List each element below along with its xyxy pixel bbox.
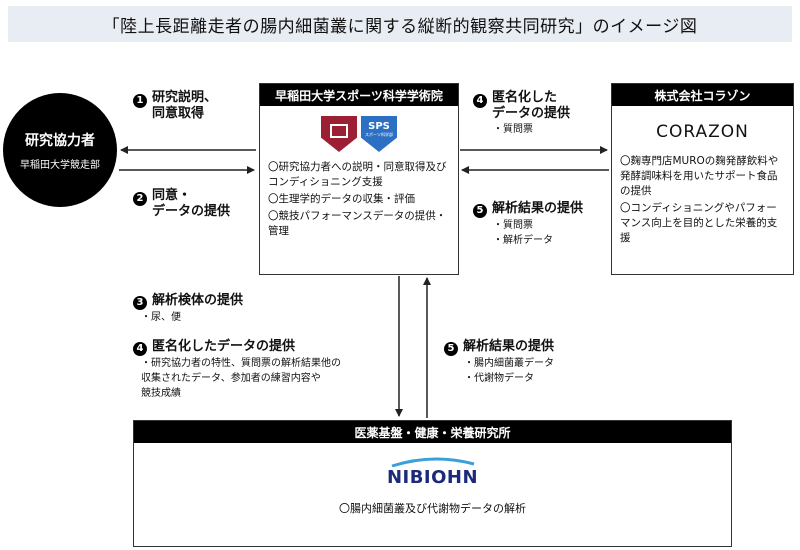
flow-5-top-detail: ・質問票 ・解析データ <box>493 220 553 246</box>
nibiohn-arc-icon <box>391 457 474 467</box>
flow-3-detail: ・尿、便 <box>141 312 181 323</box>
nibiohn-role: 〇腸内細菌叢及び代謝物データの解析 <box>339 502 526 515</box>
flow-2-text: 同意・ データの提供 <box>152 188 231 219</box>
corazon-role-item: 〇麹専門店MUROの麹発酵飲料や発酵調味料を用いたサポート食品の提供 <box>620 155 779 197</box>
flow-label-4-top: 4 匿名化した データの提供 ・質問票 <box>473 90 570 137</box>
corazon-box: 株式会社コラゾン CORAZON 〇麹専門店MUROの麹発酵飲料や発酵調味料を用… <box>611 83 794 275</box>
waseda-box: 早稲田大学スポーツ科学学術院 SPS スポーツ科学部 〇研究協力者への説明・同意… <box>259 83 459 275</box>
corazon-logo: CORAZON <box>656 122 749 142</box>
step-number-badge: 2 <box>133 192 147 206</box>
sps-logo-icon: SPS スポーツ科学部 <box>361 116 397 152</box>
participant-subtitle: 早稲田大学競走部 <box>20 159 100 171</box>
flow-5-bottom-text: 解析結果の提供 <box>463 339 555 354</box>
step-number-badge: 4 <box>133 342 147 356</box>
nibiohn-box: 医薬基盤・健康・栄養研究所 NIBIOHN 〇腸内細菌叢及び代謝物データの解析 <box>133 420 732 547</box>
waseda-header: 早稲田大学スポーツ科学学術院 <box>260 84 458 106</box>
nibiohn-logo-text: NIBIOHN <box>386 467 479 488</box>
flow-4-top-detail: ・質問票 <box>493 124 533 135</box>
corazon-role-item: 〇コンディショニングやパフォーマンス向上を目的とした栄養的支援 <box>620 202 778 244</box>
participant-title: 研究協力者 <box>25 132 95 149</box>
flow-3-text: 解析検体の提供 <box>152 293 244 308</box>
flow-4-bottom-text: 匿名化したデータの提供 <box>152 339 296 354</box>
flow-label-1: 1 研究説明、 同意取得 <box>133 90 217 122</box>
waseda-role-item: 〇競技パフォーマンスデータの提供・管理 <box>268 210 447 237</box>
participant-node: 研究協力者 早稲田大学競走部 <box>3 93 117 207</box>
step-number-badge: 1 <box>133 94 147 108</box>
nibiohn-header: 医薬基盤・健康・栄養研究所 <box>134 421 731 443</box>
flow-4-top-text: 匿名化した データの提供 <box>492 90 571 121</box>
flow-label-3: 3 解析検体の提供 ・尿、便 <box>133 292 243 325</box>
flow-1-text: 研究説明、 同意取得 <box>152 90 218 121</box>
flow-5-bottom-detail: ・腸内細菌叢データ ・代謝物データ <box>464 358 554 384</box>
flow-label-5-top: 5 解析結果の提供 ・質問票 ・解析データ <box>473 200 583 248</box>
flow-4-bottom-detail: ・研究協力者の特性、質問票の解析結果他の 収集されたデータ、参加者の練習内容や … <box>141 358 341 399</box>
flow-label-2: 2 同意・ データの提供 <box>133 188 230 220</box>
flow-label-5-bottom: 5 解析結果の提供 ・腸内細菌叢データ ・代謝物データ <box>444 338 554 386</box>
step-number-badge: 4 <box>473 94 487 108</box>
step-number-badge: 3 <box>133 296 147 310</box>
waseda-role-item: 〇生理学的データの収集・評価 <box>268 193 415 205</box>
flow-label-4-bottom: 4 匿名化したデータの提供 ・研究協力者の特性、質問票の解析結果他の 収集されたデ… <box>133 338 341 401</box>
flow-5-top-text: 解析結果の提供 <box>492 201 584 216</box>
title-banner: 「陸上長距離走者の腸内細菌叢に関する縦断的観察共同研究」のイメージ図 <box>8 6 792 42</box>
waseda-logos: SPS スポーツ科学部 <box>260 116 458 152</box>
step-number-badge: 5 <box>473 204 487 218</box>
nibiohn-logo: NIBIOHN <box>134 457 731 488</box>
waseda-shield-icon <box>321 116 357 152</box>
waseda-role-item: 〇研究協力者への説明・同意取得及びコンディショニング支援 <box>268 161 447 188</box>
corazon-roles: 〇麹専門店MUROの麹発酵飲料や発酵調味料を用いたサポート食品の提供 〇コンディ… <box>620 154 787 246</box>
waseda-roles: 〇研究協力者への説明・同意取得及びコンディショニング支援 〇生理学的データの収集… <box>268 160 452 239</box>
corazon-header: 株式会社コラゾン <box>612 84 793 106</box>
diagram-title: 「陸上長距離走者の腸内細菌叢に関する縦断的観察共同研究」のイメージ図 <box>102 16 698 37</box>
step-number-badge: 5 <box>444 342 458 356</box>
